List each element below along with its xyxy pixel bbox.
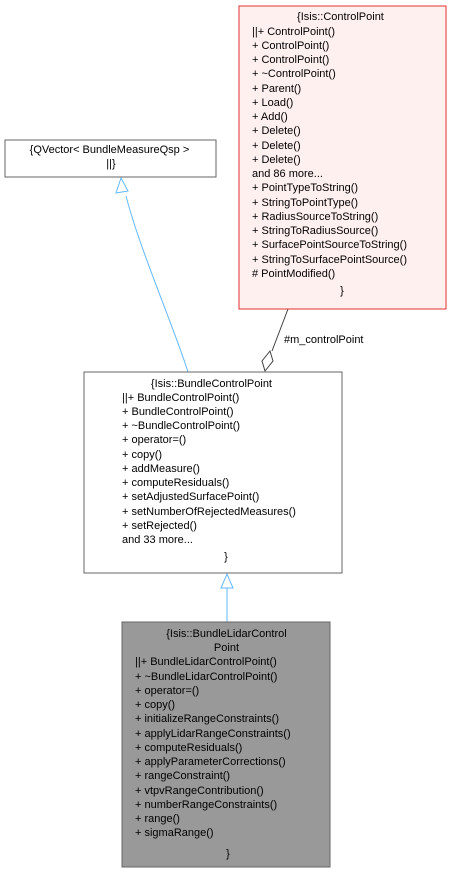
member-diamond	[261, 349, 274, 373]
node-control-point[interactable]: {Isis::ControlPoint ||+ ControlPoint() +…	[238, 5, 447, 310]
node-qvector[interactable]: {QVector< BundleMeasureQsp > ||}	[4, 139, 217, 178]
edge-bundle-control-point-to-control-point	[271, 308, 289, 352]
inherit-arrowhead-bundle-control-point	[220, 572, 234, 589]
node-control-point-text: {Isis::ControlPoint ||+ ControlPoint() +…	[252, 11, 410, 297]
node-bundle-lidar-control-point-text: {Isis::BundleLidarControl Point ||+ Bund…	[135, 628, 294, 860]
edges: #m_controlPoint	[115, 176, 364, 622]
member-edge-label: #m_controlPoint	[284, 334, 364, 346]
node-bundle-lidar-control-point-box	[121, 621, 331, 868]
node-bundle-control-point-box	[83, 371, 343, 574]
node-bundle-control-point-text: {Isis::BundleControlPoint ||+ BundleCont…	[122, 378, 299, 563]
node-bundle-lidar-control-point[interactable]: {Isis::BundleLidarControl Point ||+ Bund…	[121, 621, 331, 868]
edge-bundle-control-point-to-qvector	[125, 195, 189, 373]
inherit-arrowhead-qvector	[115, 176, 129, 194]
node-control-point-box	[238, 5, 447, 310]
node-qvector-text: {QVector< BundleMeasureQsp > ||}	[30, 144, 193, 170]
node-bundle-control-point[interactable]: {Isis::BundleControlPoint ||+ BundleCont…	[83, 371, 343, 574]
node-qvector-box	[4, 139, 217, 178]
